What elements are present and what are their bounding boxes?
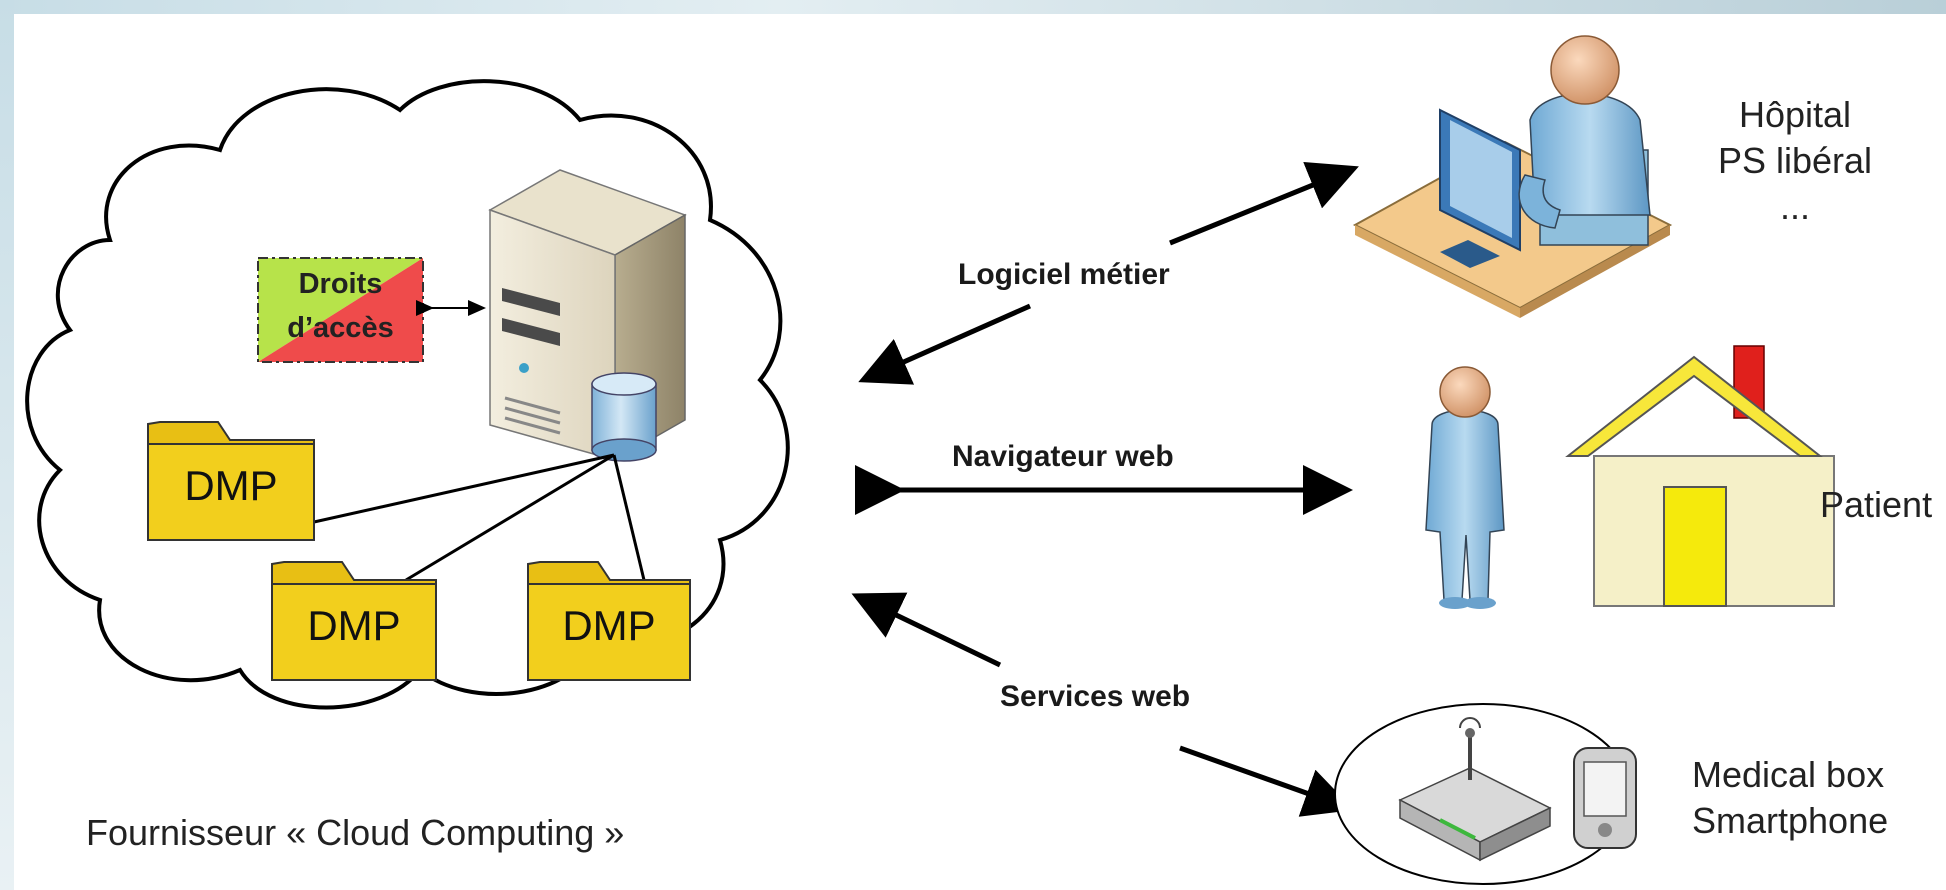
dmp-folder-3-label: DMP	[562, 602, 656, 649]
folder-link-1	[313, 453, 615, 524]
arrow-services-lower	[1179, 745, 1355, 817]
access-rights-label: Droits d’accès	[258, 262, 423, 350]
connection-label-services: Services web	[1000, 680, 1191, 713]
hospital-label: Hôpital PS libéral ...	[1680, 92, 1910, 230]
cloud-provider-label: Fournisseur « Cloud Computing »	[86, 812, 625, 853]
background-top-band	[0, 0, 1946, 14]
workstation-icon	[1352, 35, 1673, 318]
dmp-folder-1	[147, 421, 315, 541]
access-rights-line-1: Droits	[298, 268, 383, 300]
device-label-line-2: Smartphone	[1692, 800, 1889, 841]
arrow-services-upper	[851, 592, 1002, 668]
background-left-band	[0, 0, 14, 890]
hospital-label-line-2: PS libéral	[1717, 140, 1873, 181]
folder-link-2	[405, 453, 615, 582]
connection-label-software: Logiciel métier	[958, 258, 1170, 291]
hospital-label-line-3: ...	[1779, 186, 1810, 227]
device-label-line-1: Medical box	[1692, 754, 1885, 795]
patient-label: Patient	[1820, 484, 1933, 525]
server-icon	[488, 169, 687, 462]
patient-person-icon	[1425, 366, 1505, 609]
house-icon	[1565, 345, 1835, 607]
dmp-folder-1-label: DMP	[184, 462, 278, 509]
access-rights-line-2: d’accès	[287, 312, 394, 344]
device-group-icon	[1334, 703, 1637, 885]
dmp-folder-2-label: DMP	[307, 602, 401, 649]
dmp-folder-2	[271, 561, 437, 681]
folder-link-3	[612, 454, 646, 581]
arrow-logiciel-lower	[858, 303, 1032, 385]
arrow-logiciel-upper	[1169, 161, 1359, 246]
hospital-label-line-1: Hôpital	[1738, 94, 1852, 135]
device-label: Medical box Smartphone	[1692, 752, 1888, 844]
dmp-folder-3	[527, 561, 691, 681]
connection-label-browser: Navigateur web	[952, 440, 1174, 473]
database-icon	[591, 372, 657, 462]
